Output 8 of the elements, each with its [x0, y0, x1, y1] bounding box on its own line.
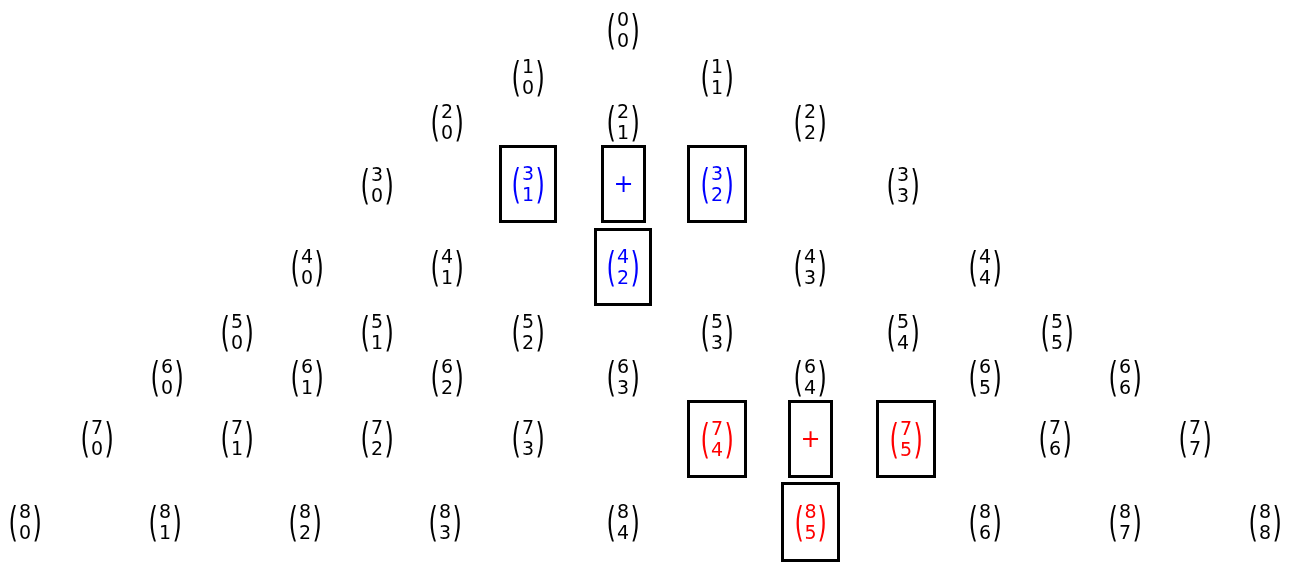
- plus-sign: +: [601, 145, 646, 223]
- highlight-frame: [687, 145, 747, 223]
- highlight-frame: [594, 228, 652, 306]
- highlight-frame: [499, 145, 557, 223]
- highlight-frame: [876, 400, 936, 478]
- highlight-frame: [687, 400, 747, 478]
- highlight-frame: [781, 482, 840, 562]
- plus-sign: +: [788, 400, 833, 478]
